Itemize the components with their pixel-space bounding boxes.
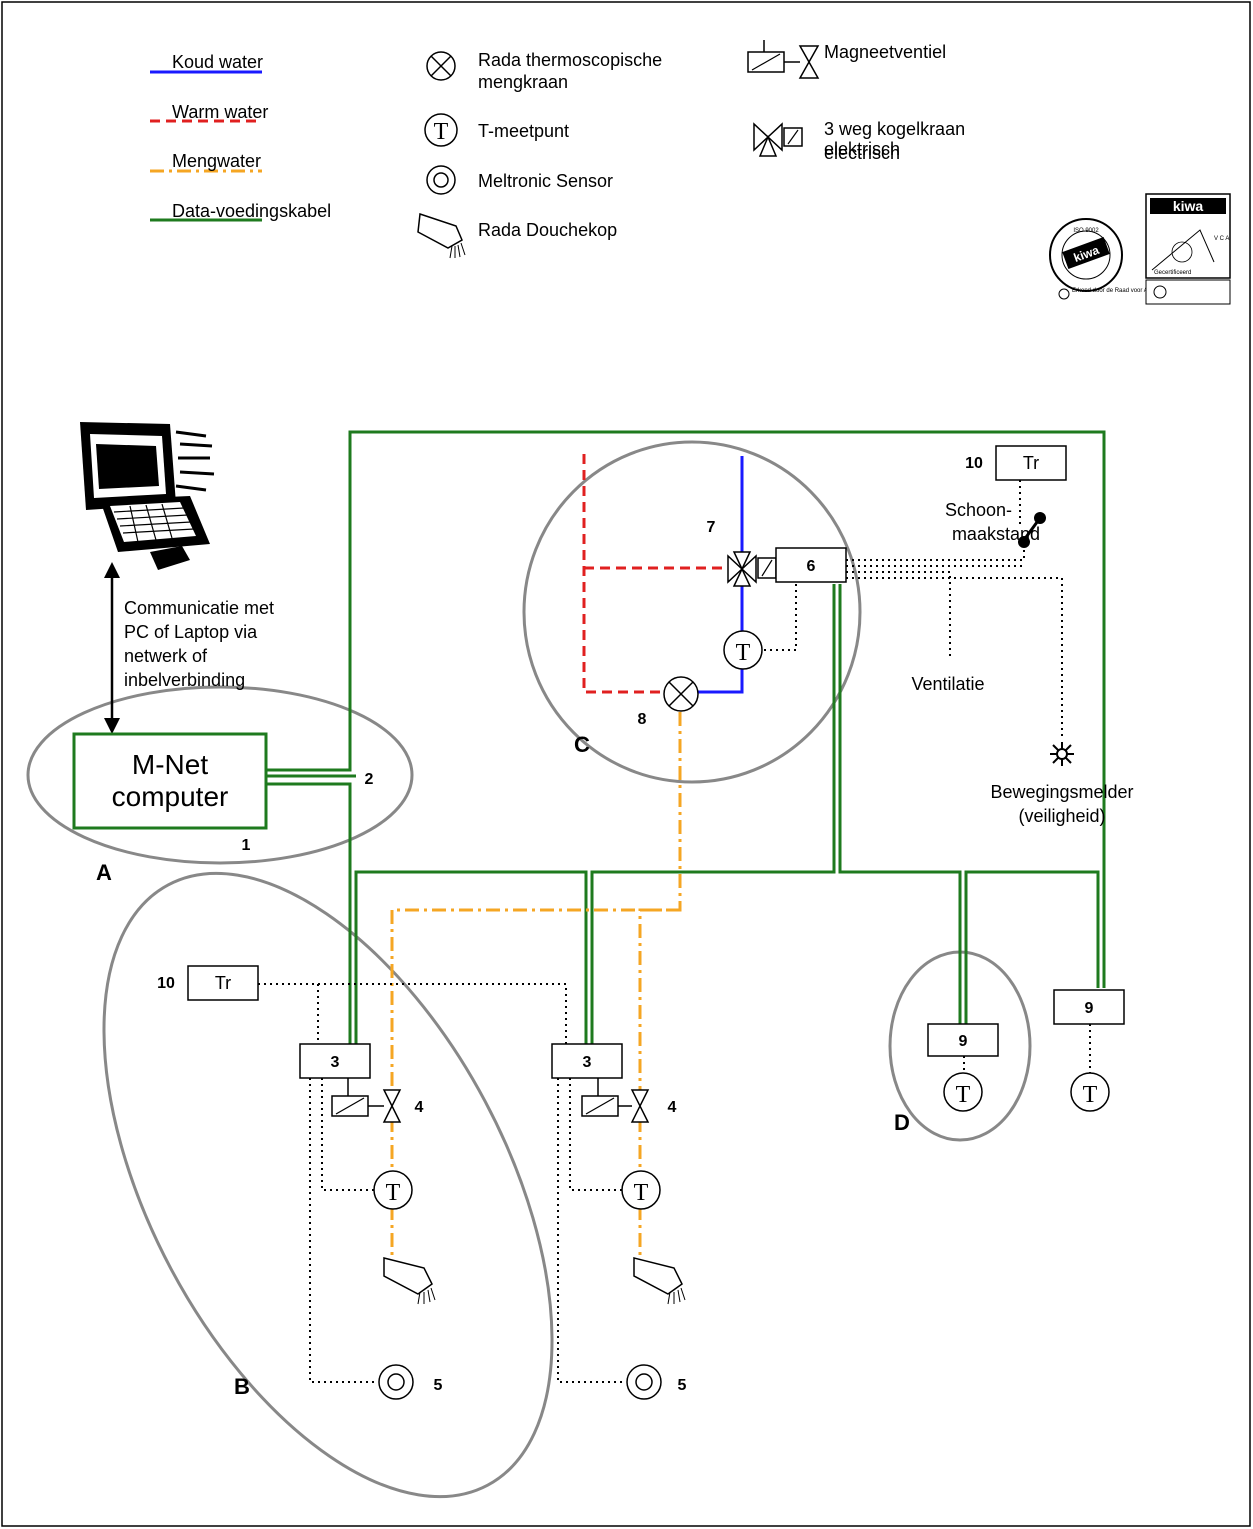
legend-warm-label: Warm water: [172, 102, 268, 122]
tr-top-label: Tr: [1023, 453, 1039, 473]
box-6-label: 6: [807, 558, 816, 575]
temperature-point-icon: T: [424, 113, 458, 147]
legend-data-label: Data-voedingskabel: [172, 201, 331, 221]
laptop-icon: [80, 422, 215, 570]
zone-b-ellipse: [102, 871, 554, 1499]
pipes: [390, 454, 744, 1256]
transformer-box-top: [995, 445, 1067, 481]
zone-b-label: B: [234, 1374, 250, 1399]
mnet-computer-box: [72, 732, 268, 830]
temperature-point-c: T: [723, 630, 763, 670]
number-5-right: 5: [678, 1377, 687, 1394]
three-way-valve-7: [727, 551, 777, 587]
comm-text-4: inbelverbinding: [124, 670, 245, 690]
sensor-left: [378, 1364, 414, 1400]
mnet-title-2: computer: [112, 781, 229, 812]
temp-right-glyph: T: [634, 1180, 649, 1206]
mixing-valve-icon: [426, 51, 456, 81]
data-cables: [266, 430, 1106, 1046]
iso-logo-erkend: Erkend door de Raad voor Accreditatie: [1072, 288, 1176, 294]
temperature-point-left: T: [373, 1170, 413, 1210]
legend-mixing-label-1: Rada thermoscopische: [478, 50, 662, 70]
kiwa-vca-logo: kiwa Gecertificeerd V C A: [1145, 193, 1231, 305]
control-box-3-left: [299, 1043, 371, 1079]
legend-mix-label: Mengwater: [172, 151, 261, 171]
number-7: 7: [707, 519, 716, 536]
cleaning-label-1: Schoon-: [945, 500, 1012, 520]
temp-c-glyph: T: [736, 640, 751, 666]
legend-3way-label-1: 3 weg kogelkraan: [824, 119, 965, 139]
legend: Koud water Warm water Mengwater Data-voe…: [150, 40, 965, 259]
kiwa-gecertificeerd: Gecertificeerd: [1154, 270, 1191, 276]
zone-c-label: C: [574, 732, 590, 757]
temp-d2-glyph: T: [1083, 1082, 1098, 1108]
number-10-top: 10: [965, 455, 983, 472]
number-4-right: 4: [668, 1099, 677, 1116]
cleaning-switch-icon: [1018, 512, 1046, 548]
solenoid-valve-right: [581, 1078, 650, 1123]
controller-box-6: [775, 547, 847, 583]
temperature-point-d1: T: [943, 1072, 983, 1112]
shower-head-icon: [417, 212, 466, 259]
number-10-b: 10: [157, 975, 175, 992]
comm-text-2: PC of Laptop via: [124, 622, 258, 642]
temp-d1-glyph: T: [956, 1082, 971, 1108]
box-3-right-label: 3: [583, 1054, 592, 1071]
legend-t-glyph: T: [434, 119, 449, 145]
ventilation-label: Ventilatie: [911, 674, 984, 694]
mnet-title-1: M-Net: [132, 749, 208, 780]
sensor-icon: [426, 165, 456, 195]
solenoid-valve-left: [331, 1078, 402, 1123]
temperature-point-right: T: [621, 1170, 661, 1210]
mixing-valve-8: [663, 676, 699, 712]
legend-sensor-label: Meltronic Sensor: [478, 171, 613, 191]
box-9-left-label: 9: [959, 1033, 968, 1050]
comm-text-1: Communicatie met: [124, 598, 274, 618]
zone-c-ellipse: [522, 440, 862, 784]
number-1: 1: [242, 837, 251, 854]
transformer-box-b: [187, 965, 259, 1001]
iso-logo-text: ISO 9002: [1073, 228, 1099, 234]
control-box-3-right: [551, 1043, 623, 1079]
sensor-box-9-right: [1053, 989, 1125, 1025]
zone-a-ellipse: [26, 685, 414, 865]
number-8: 8: [638, 711, 647, 728]
sensor-box-9-left: [927, 1023, 999, 1057]
zone-d-label: D: [894, 1110, 910, 1135]
motion-sensor-icon: [1050, 742, 1074, 766]
kiwa-vca: V C A: [1214, 236, 1229, 242]
cleaning-label-2: maakstand: [952, 524, 1040, 544]
shower-head-right: [633, 1257, 686, 1305]
iso-logo: kiwa ISO 9002 Erkend door de Raad voor A…: [1049, 218, 1176, 300]
legend-3way-label-3: electrisch: [824, 143, 900, 163]
number-5-left: 5: [434, 1377, 443, 1394]
kiwa-logo-text: kiwa: [1173, 198, 1204, 214]
legend-shower-label: Rada Douchekop: [478, 220, 617, 240]
tr-b-label: Tr: [215, 973, 231, 993]
temp-left-glyph: T: [386, 1180, 401, 1206]
sensor-right: [626, 1364, 662, 1400]
shower-head-left: [383, 1257, 436, 1305]
number-4-left: 4: [415, 1099, 424, 1116]
legend-cold-label: Koud water: [172, 52, 263, 72]
zone-a-label: A: [96, 860, 112, 885]
signal-lines: [258, 480, 1091, 1383]
motion-label-1: Bewegingsmelder: [990, 782, 1133, 802]
number-2: 2: [365, 771, 374, 788]
motion-label-2: (veiligheid): [1018, 806, 1105, 826]
solenoid-valve-icon: [747, 40, 820, 79]
box-9-right-label: 9: [1085, 1000, 1094, 1017]
legend-mixing-label-2: mengkraan: [478, 72, 568, 92]
three-way-valve-icon: [753, 122, 803, 157]
legend-solenoid-label: Magneetventiel: [824, 42, 946, 62]
comm-text-3: netwerk of: [124, 646, 208, 666]
temperature-point-d2: T: [1070, 1072, 1110, 1112]
legend-3way-label-2: elektrisch: [824, 139, 900, 159]
legend-t-label: T-meetpunt: [478, 121, 569, 141]
box-3-left-label: 3: [331, 1054, 340, 1071]
communication-arrow: [104, 562, 120, 734]
